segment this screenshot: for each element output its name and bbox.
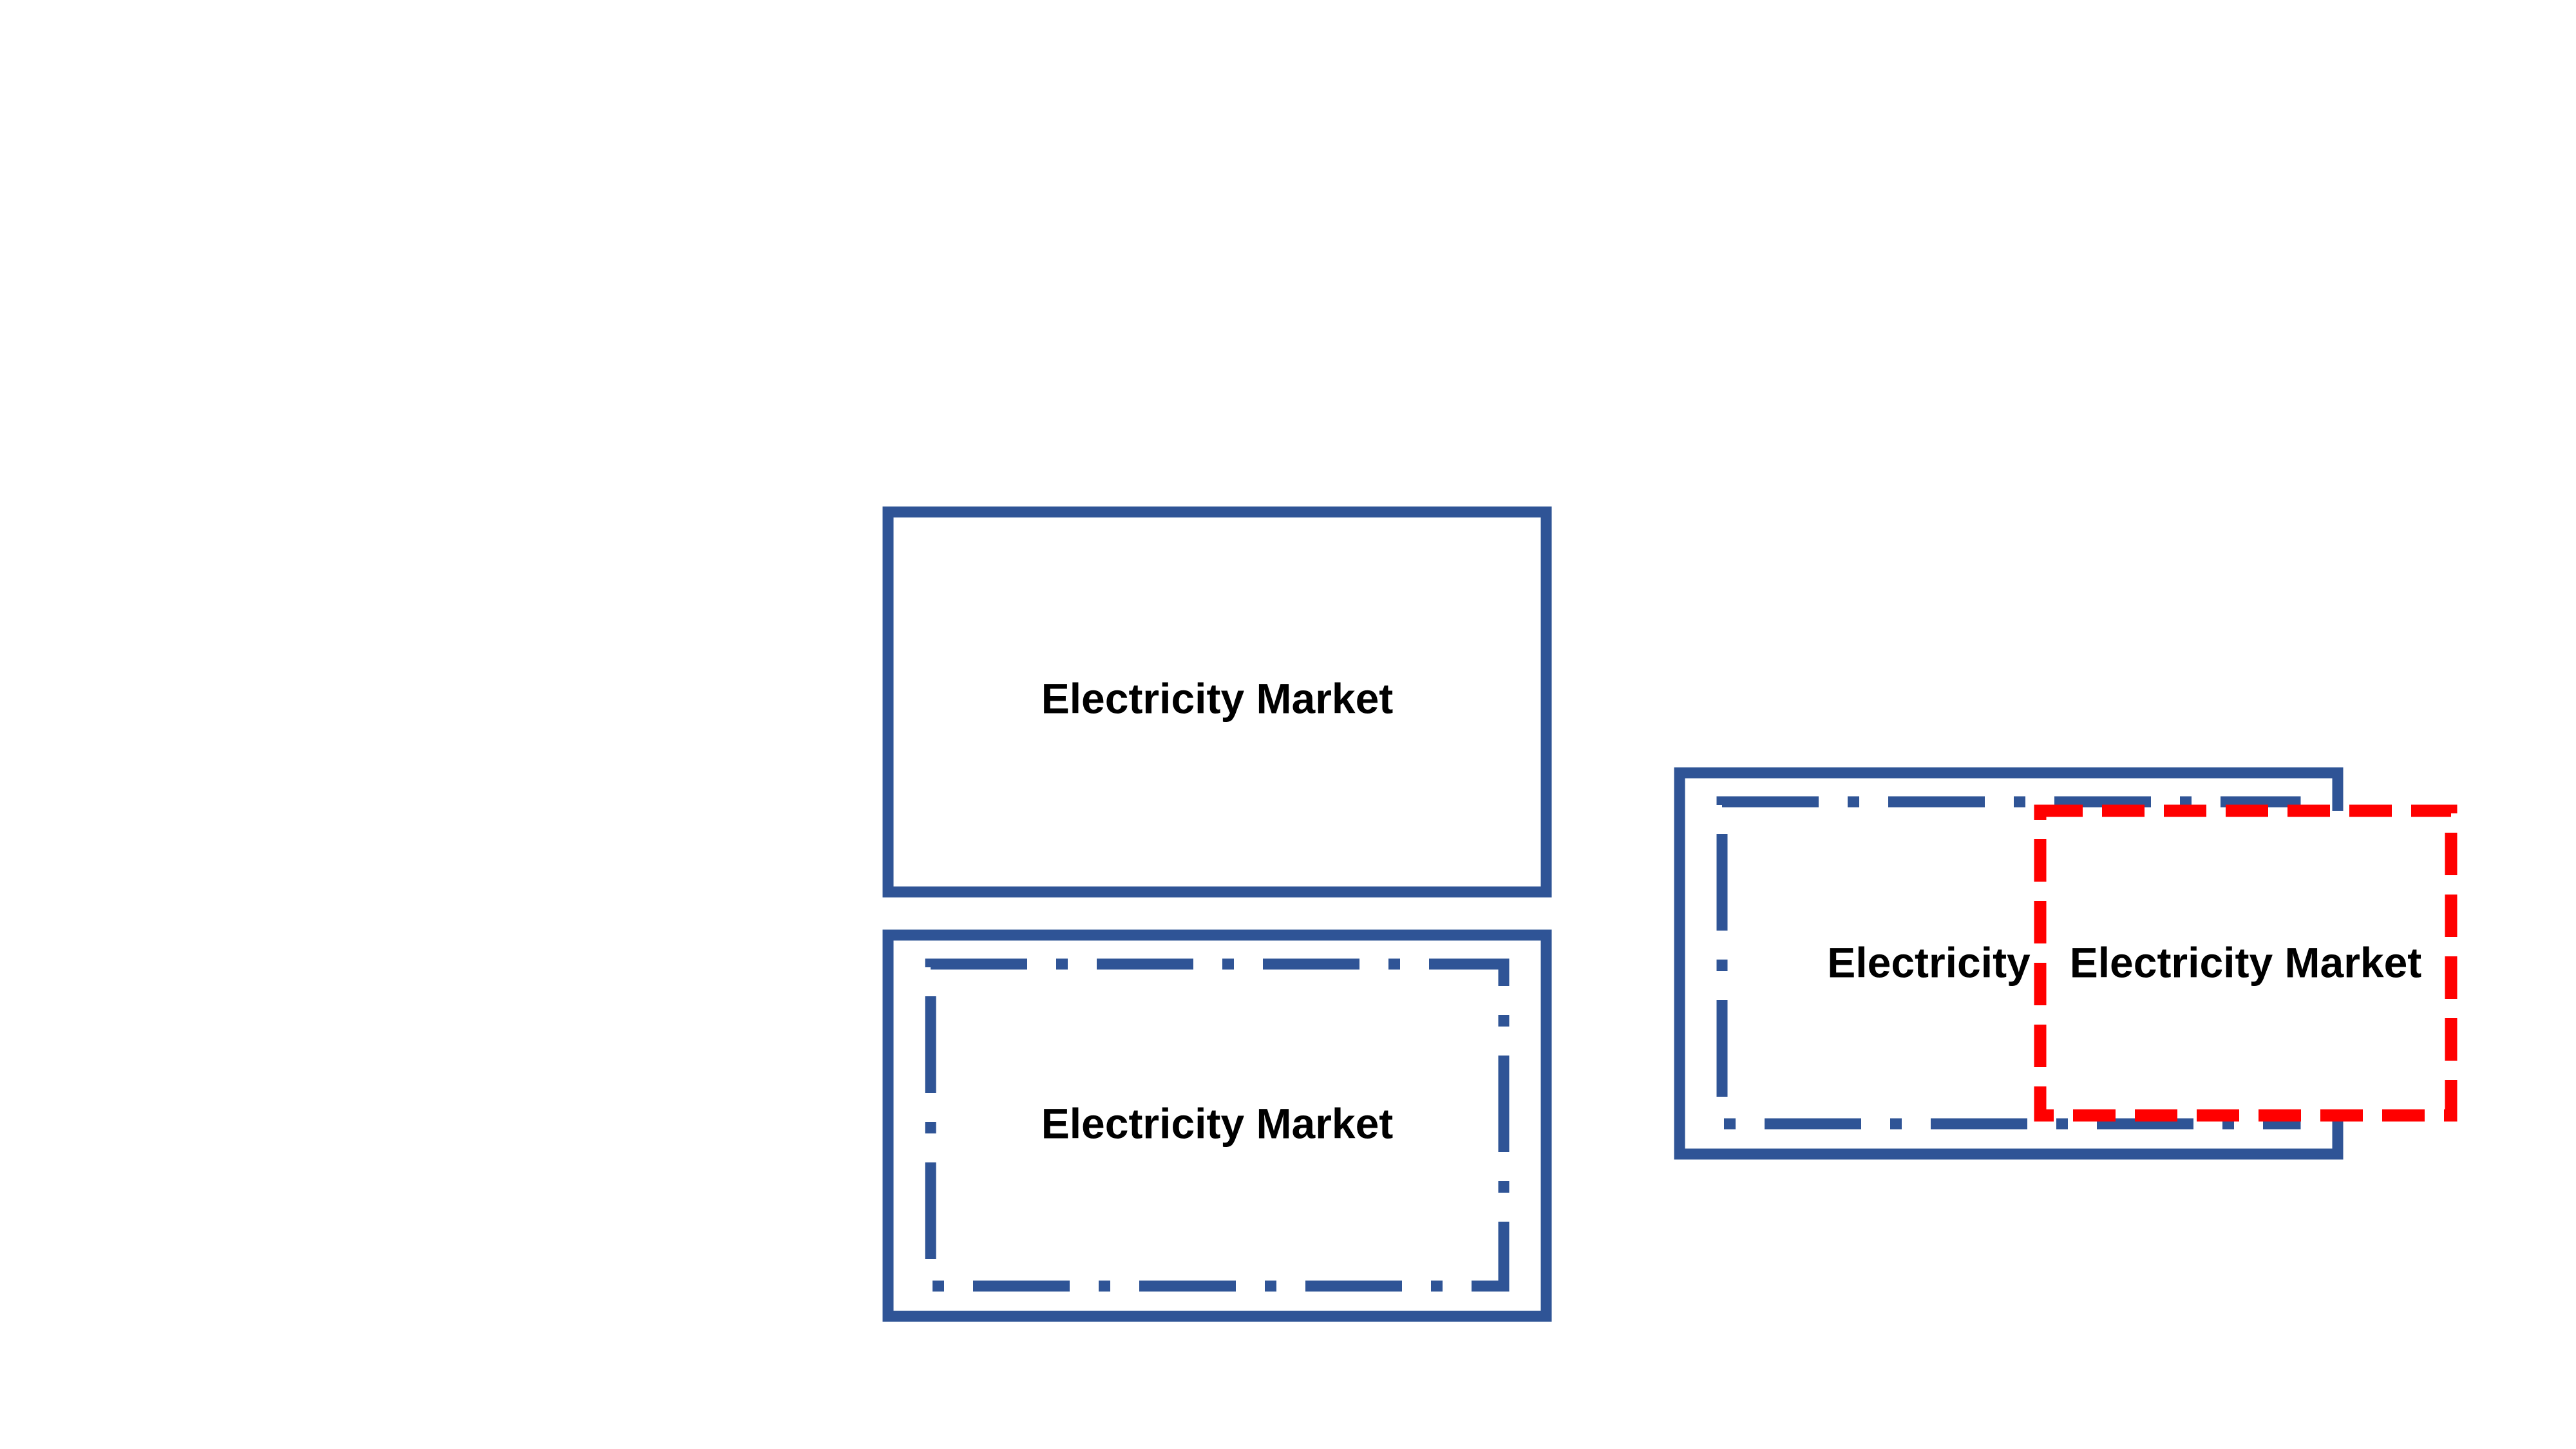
market-box-right-label: Electricity xyxy=(1827,938,2031,986)
market-box-overlay-label: Electricity Market xyxy=(2070,938,2422,986)
market-box-bottom-inner-frame xyxy=(925,958,1510,1292)
market-box-bottom-label: Electricity Market xyxy=(1041,1099,1394,1147)
market-box-bottom-outer-frame xyxy=(882,929,1552,1322)
market-box-top-frame xyxy=(882,506,1552,898)
market-box-bottom: Electricity Market xyxy=(882,929,1552,1322)
market-box-overlay-frame xyxy=(2034,804,2458,1122)
market-box-overlay: Electricity Market xyxy=(2034,804,2458,1122)
market-box-top: Electricity Market xyxy=(882,506,1552,898)
market-box-top-label: Electricity Market xyxy=(1041,674,1394,722)
